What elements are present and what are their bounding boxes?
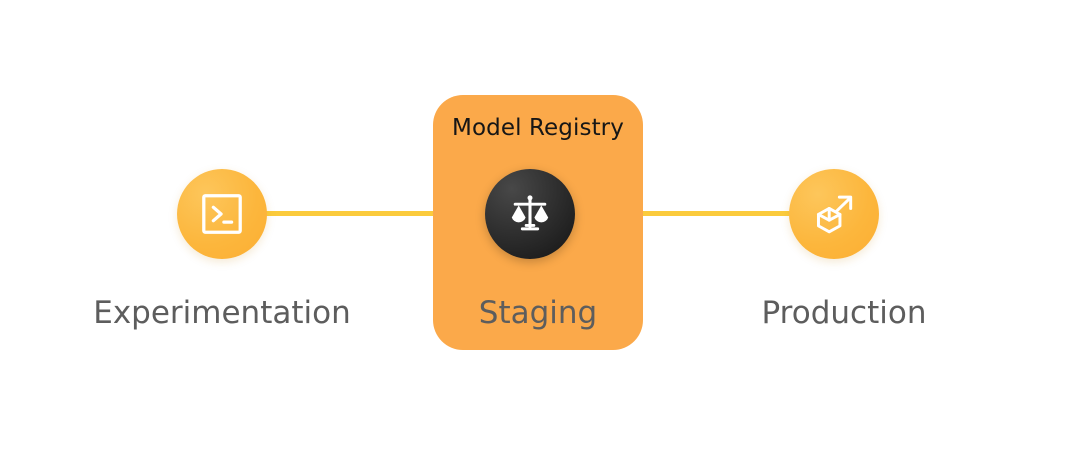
stage-label-production: Production <box>761 295 927 331</box>
connector-staging-to-production <box>530 211 834 216</box>
model-registry-card-title: Model Registry <box>452 115 624 141</box>
stage-node-production[interactable] <box>789 169 879 259</box>
stage-node-experimentation[interactable] <box>177 169 267 259</box>
connector-experimentation-to-staging <box>222 211 530 216</box>
stage-node-staging[interactable] <box>485 169 575 259</box>
terminal-icon <box>199 191 245 237</box>
stage-label-staging: Staging <box>478 295 598 331</box>
cube-arrow-icon <box>811 191 857 237</box>
stage-label-experimentation: Experimentation <box>93 295 351 331</box>
balance-scales-icon <box>507 191 553 237</box>
